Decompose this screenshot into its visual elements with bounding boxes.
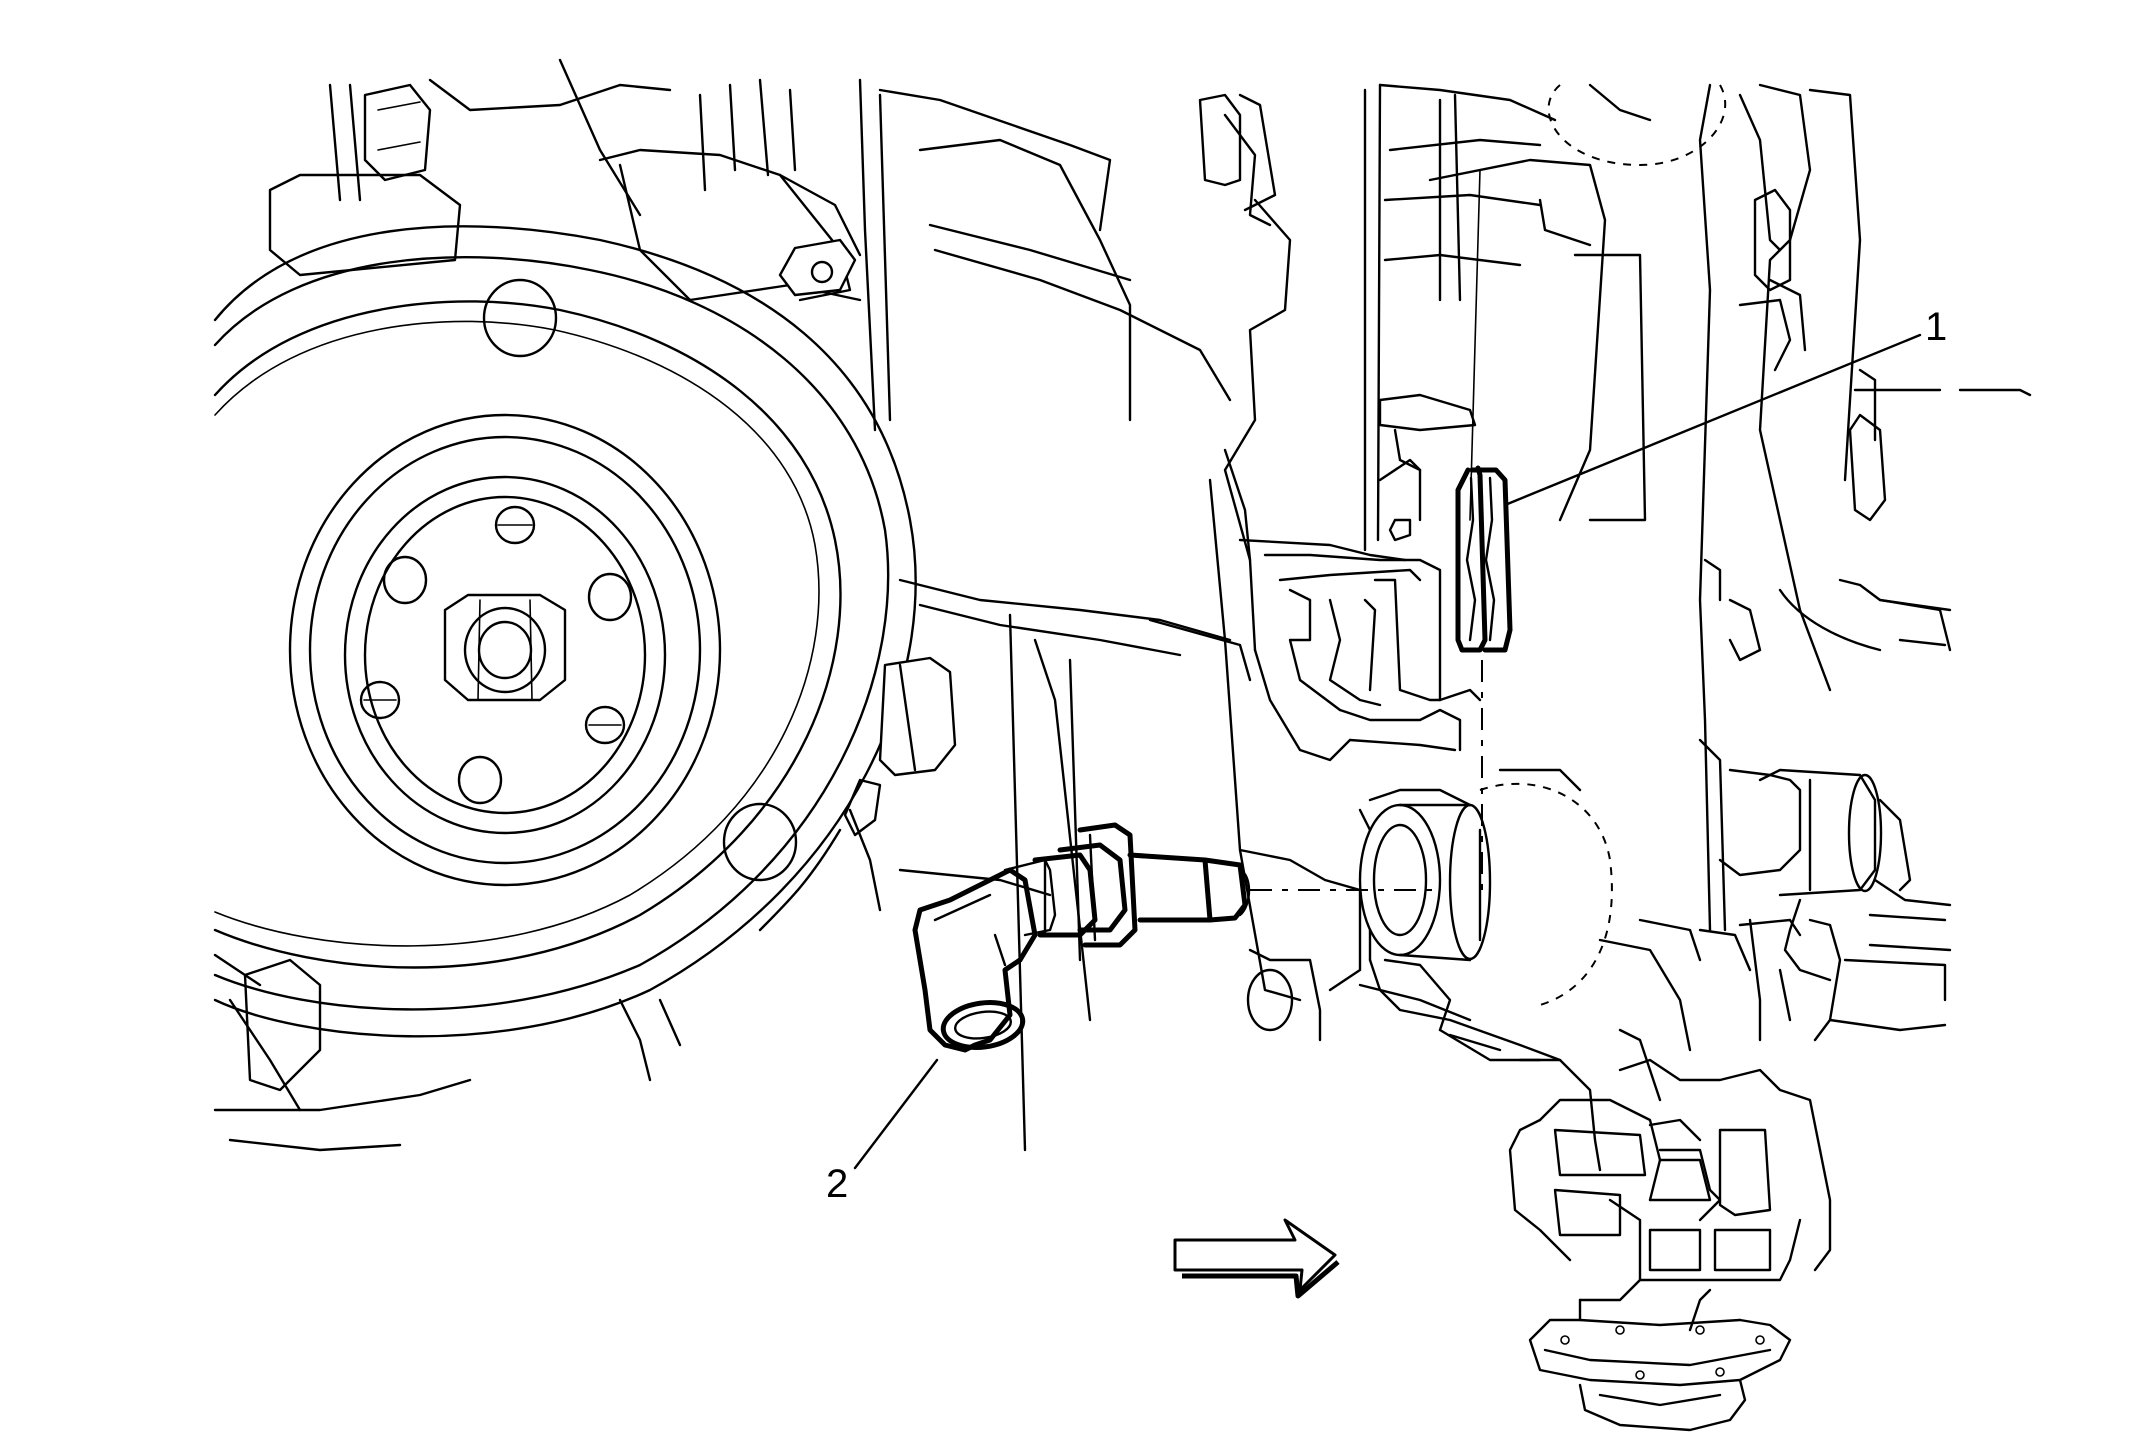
callout-2: 2 [826, 1058, 939, 1206]
callout-1: 1 [1503, 305, 1947, 507]
wiring-connector [618, 656, 1052, 1082]
engine-background [268, 58, 1252, 1152]
pulley-assembly [213, 225, 917, 1152]
part-1-retainer-clip [1455, 465, 1513, 900]
part-2-connector [912, 822, 1440, 1053]
housing-assembly [1198, 83, 2032, 1432]
direction-arrow-icon [1173, 1218, 1340, 1299]
callout-1-label: 1 [1925, 305, 1947, 349]
callout-2-label: 2 [826, 1162, 848, 1206]
